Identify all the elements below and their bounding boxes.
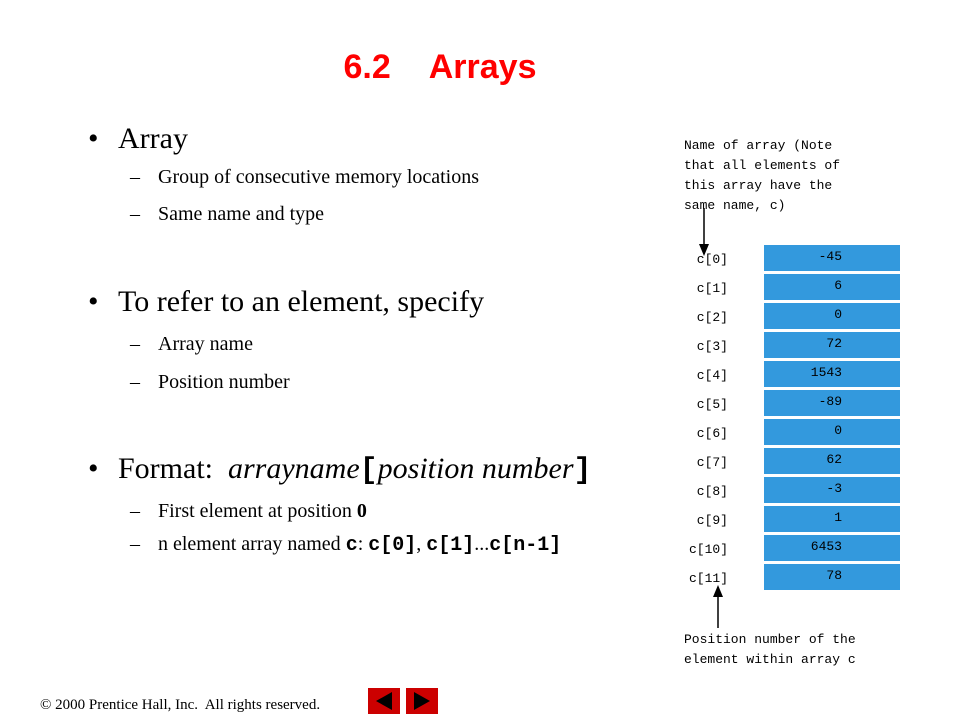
bullet-label: To refer to an element, specify — [118, 285, 485, 318]
previous-slide-button[interactable] — [368, 688, 400, 714]
array-index: c[0] — [696, 252, 728, 267]
sub-bullet: –n element array named c: c[0], c[1]...c… — [130, 533, 562, 557]
array-index: c[1] — [696, 281, 728, 296]
section-number: 6.2 — [343, 48, 391, 86]
array-index: c[6] — [696, 426, 728, 441]
array-index: c[11] — [688, 571, 728, 586]
array-index: c[4] — [696, 368, 728, 383]
array-index: c[9] — [696, 513, 728, 528]
sub-bullet: –Array name — [130, 333, 253, 355]
format-arrayname: arrayname — [228, 452, 360, 485]
array-index: c[7] — [696, 455, 728, 470]
triangle-left-icon — [376, 692, 392, 710]
array-cell: 1543 — [764, 361, 900, 387]
array-cell: 62 — [764, 448, 900, 474]
array-cell: 0 — [764, 303, 900, 329]
array-cell: 0 — [764, 419, 900, 445]
position-arrow — [713, 585, 723, 628]
array-cell: -45 — [764, 245, 900, 271]
next-slide-button[interactable] — [406, 688, 438, 714]
array-name-note: Name of array (Note that all elements of… — [684, 138, 841, 213]
array-index: c[10] — [688, 542, 728, 557]
array-cell: 6 — [764, 274, 900, 300]
array-cell: 78 — [764, 564, 900, 590]
bullet-refer: •To refer to an element, specify — [88, 285, 485, 318]
array-index: c[3] — [696, 339, 728, 354]
array-cell: 1 — [764, 506, 900, 532]
array-cell: -3 — [764, 477, 900, 503]
sub-bullet: –Same name and type — [130, 203, 325, 225]
copyright-symbol: © — [40, 697, 52, 713]
sub-bullet: –Group of consecutive memory locations — [130, 166, 480, 188]
format-position: position number — [377, 452, 574, 485]
title-text: Arrays — [428, 48, 537, 86]
array-index: c[5] — [696, 397, 728, 412]
sub-bullet: –First element at position 0 — [130, 500, 367, 522]
bullet-format: •Format: arrayname[position number] — [88, 452, 592, 488]
position-number-note: Position number of the element within ar… — [684, 632, 856, 667]
slide-title: 6.2 Arrays — [0, 48, 880, 87]
bullet-label: Array — [118, 122, 188, 155]
array-cell: -89 — [764, 390, 900, 416]
copyright-footer: © 2000 Prentice Hall, Inc. All rights re… — [40, 697, 321, 713]
bullet-array: •Array — [88, 122, 188, 155]
sub-bullet: –Position number — [130, 371, 290, 393]
array-cell: 72 — [764, 332, 900, 358]
array-index: c[2] — [696, 310, 728, 325]
triangle-right-icon — [414, 692, 430, 710]
array-cell: 6453 — [764, 535, 900, 561]
array-index: c[8] — [696, 484, 728, 499]
